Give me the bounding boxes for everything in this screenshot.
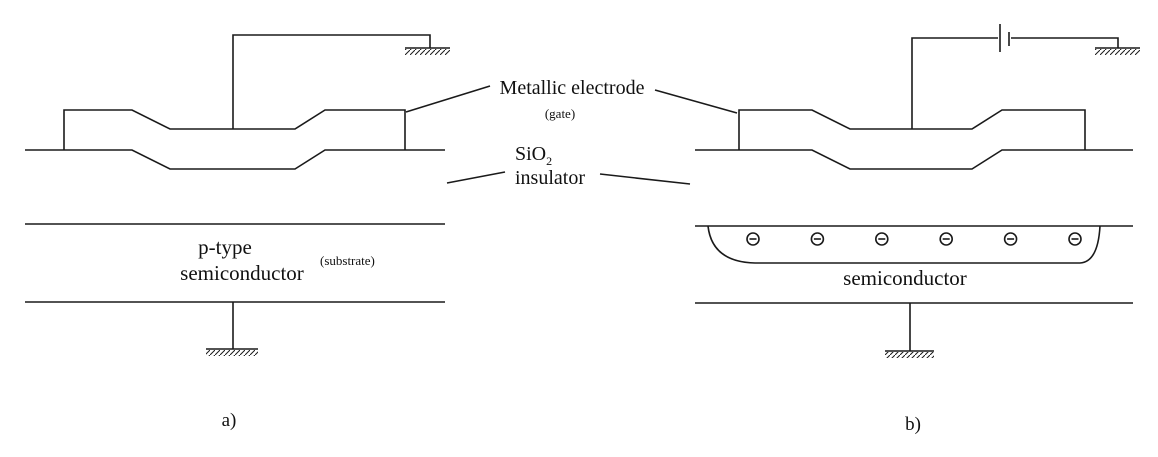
ground-symbol-top-b xyxy=(1095,47,1140,55)
electron-icon xyxy=(746,232,760,246)
insulator-subscript: 2 xyxy=(546,154,552,168)
panel-b: semiconductor b) xyxy=(695,24,1140,435)
electron-icon xyxy=(1003,232,1018,246)
inversion-channel-region xyxy=(707,225,1101,264)
substrate-a-label-line2: semiconductor xyxy=(180,261,304,285)
substrate-a-note: (substrate) xyxy=(320,253,375,268)
panel-b-label: b) xyxy=(905,414,921,435)
gate-leader-right xyxy=(654,89,738,114)
insulator-leader-left xyxy=(446,171,506,184)
substrate-a-label-line1: p-type xyxy=(198,235,252,259)
gate-wire-b xyxy=(911,37,998,129)
oxide-top-b xyxy=(695,149,1133,170)
battery-icon xyxy=(999,24,1010,52)
battery-to-ground-wire xyxy=(1011,37,1119,48)
panel-a-label: a) xyxy=(222,410,237,431)
electron-group xyxy=(746,232,1082,246)
gate-wire-a xyxy=(232,34,431,129)
ground-symbol-bottom-a xyxy=(206,348,258,356)
panel-a: p-type semiconductor (substrate) a) xyxy=(25,34,450,431)
electron-icon xyxy=(810,232,825,246)
ground-symbol-bottom-b xyxy=(885,350,934,358)
electron-icon xyxy=(874,232,889,246)
electron-icon xyxy=(1068,232,1082,246)
insulator-label-bottom: insulator xyxy=(515,167,585,189)
insulator-leader-right xyxy=(599,173,691,185)
gate-label-main: Metallic electrode xyxy=(500,77,645,99)
gate-label-sub: (gate) xyxy=(545,106,575,121)
electron-icon xyxy=(939,232,954,246)
metal-gate-b xyxy=(738,109,1086,150)
metal-gate-a xyxy=(63,109,406,150)
insulator-label-top: SiO2 xyxy=(515,143,552,168)
gate-leader-left xyxy=(405,85,491,113)
center-labels: Metallic electrode (gate) SiO2 insulator xyxy=(405,77,738,189)
ground-symbol-top-a xyxy=(405,47,450,55)
oxide-top-a xyxy=(25,149,445,170)
substrate-b-label: semiconductor xyxy=(843,266,967,290)
